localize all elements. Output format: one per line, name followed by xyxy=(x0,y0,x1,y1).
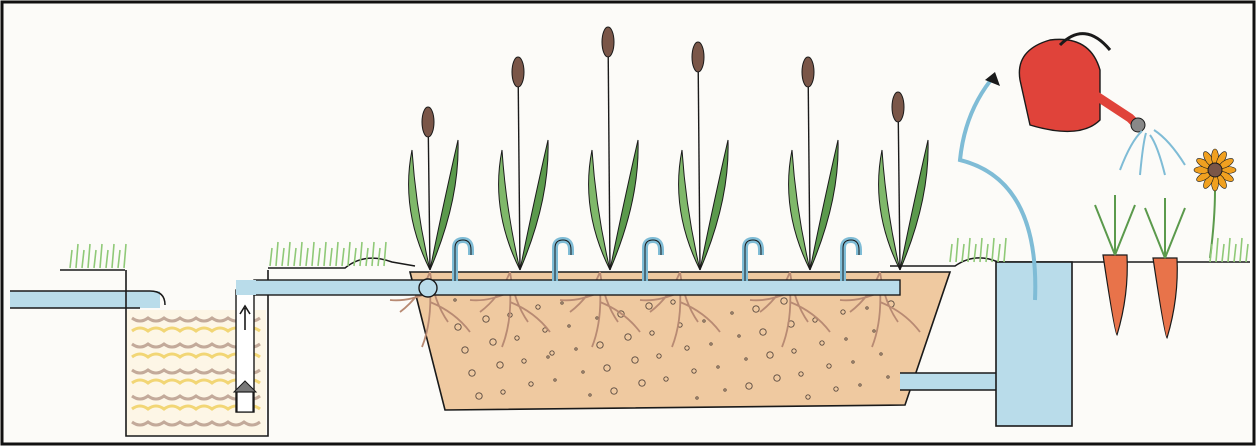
cattail-icon xyxy=(692,42,704,72)
pipe-valve xyxy=(419,279,437,297)
sunflower-icon xyxy=(1208,163,1222,177)
distribution-pipe-body xyxy=(254,280,900,295)
pump-shaft xyxy=(234,290,256,412)
cattail-icon xyxy=(802,57,814,87)
cattail-icon xyxy=(422,107,434,137)
can-rose xyxy=(1131,118,1145,132)
pipe-elbow xyxy=(236,280,256,295)
cattail-icon xyxy=(892,92,904,122)
inlet-pipe xyxy=(10,291,165,308)
can-body xyxy=(1019,39,1100,131)
inlet-pipe-water xyxy=(10,291,160,308)
cattail-icon xyxy=(512,57,524,87)
pump-body xyxy=(237,392,253,412)
cattail-icon xyxy=(602,27,614,57)
